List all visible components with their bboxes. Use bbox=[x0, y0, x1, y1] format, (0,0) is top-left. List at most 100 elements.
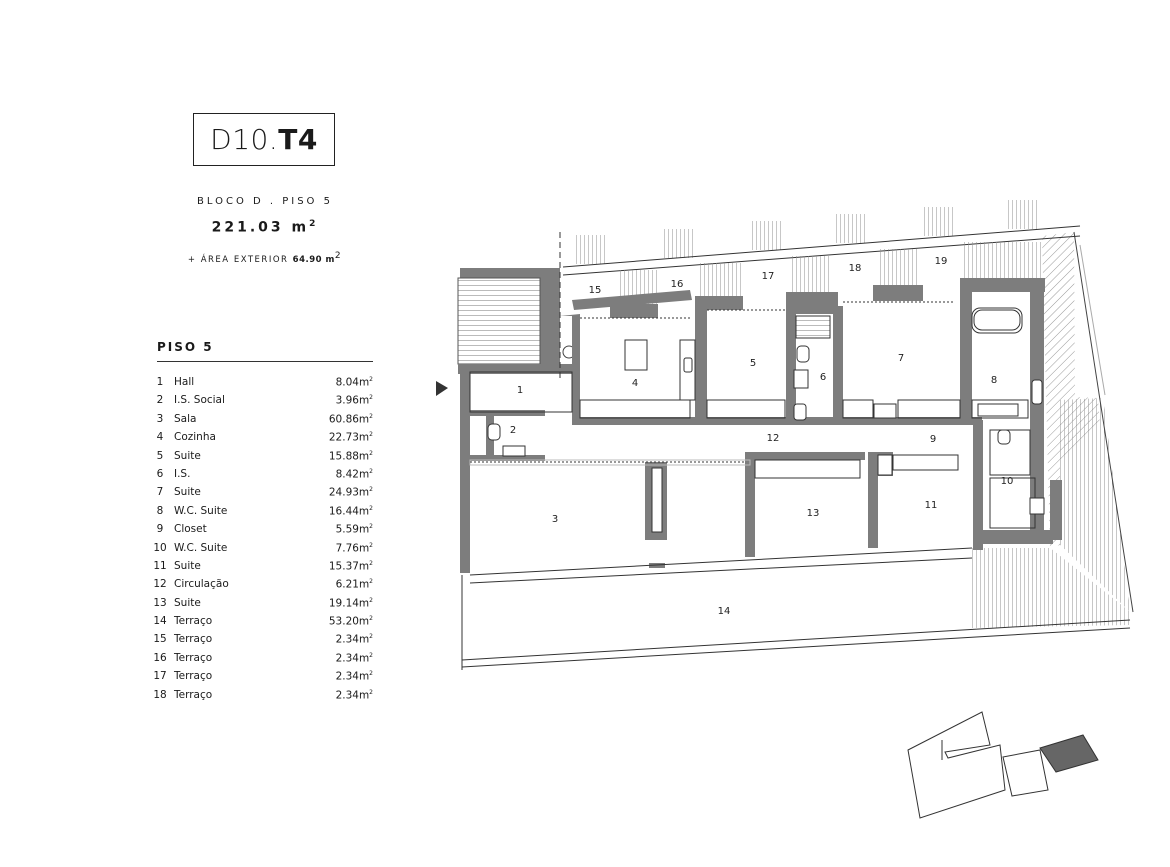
legend-room-name: Terraço bbox=[174, 651, 213, 664]
room-label: 13 bbox=[807, 508, 820, 519]
legend-num: 14 bbox=[153, 615, 167, 628]
legend-area-value: 2.34m bbox=[335, 670, 370, 683]
legend-num: 3 bbox=[156, 412, 164, 425]
legend-room-name: I.S. Social bbox=[174, 394, 225, 407]
legend-area-unit: 2 bbox=[369, 412, 373, 420]
legend-area-value: 3.96m bbox=[335, 394, 370, 407]
legend-row: 15 Terraço 2.34m2 bbox=[153, 633, 373, 651]
legend-row: 3 Sala 60.86m2 bbox=[153, 413, 373, 431]
legend-row: 8 W.C. Suite 16.44m2 bbox=[153, 505, 373, 523]
legend-num: 5 bbox=[156, 449, 164, 462]
legend-row: 1 Hall 8.04m2 bbox=[153, 376, 373, 394]
room-label: 15 bbox=[589, 285, 602, 296]
legend-num: 12 bbox=[153, 578, 167, 591]
legend-area: 5.59m2 bbox=[336, 523, 373, 536]
legend-area-value: 19.14m bbox=[328, 597, 370, 610]
legend-heading: PISO 5 bbox=[157, 340, 214, 354]
legend-area: 7.76m2 bbox=[336, 542, 373, 555]
legend-area-unit: 2 bbox=[369, 633, 373, 641]
legend-area-unit: 2 bbox=[369, 486, 373, 494]
legend-room-name: I.S. bbox=[174, 467, 191, 480]
legend-area-unit: 2 bbox=[369, 559, 373, 567]
interior-lines bbox=[461, 232, 1131, 670]
legend-area-unit: 2 bbox=[369, 376, 373, 383]
legend-num: 7 bbox=[156, 486, 164, 499]
legend-row: 16 Terraço 2.34m2 bbox=[153, 652, 373, 670]
legend-room-name: Closet bbox=[174, 523, 207, 536]
legend-area-unit: 2 bbox=[369, 449, 373, 457]
legend-room-name: Suite bbox=[174, 449, 201, 462]
room-label: 7 bbox=[898, 353, 904, 364]
room-label: 2 bbox=[510, 425, 516, 436]
legend-area: 8.42m2 bbox=[336, 468, 373, 481]
legend-area: 60.86m2 bbox=[329, 413, 373, 426]
legend-row: 14 Terraço 53.20m2 bbox=[153, 615, 373, 633]
legend-room-name: Hall bbox=[174, 376, 195, 388]
legend-area-value: 16.44m bbox=[328, 505, 370, 518]
legend-room-name: Terraço bbox=[174, 633, 213, 646]
legend-area-value: 60.86m bbox=[328, 413, 370, 426]
legend-num: 15 bbox=[153, 633, 167, 646]
legend-room-name: Suite bbox=[174, 596, 201, 609]
legend-area-value: 2.34m bbox=[335, 652, 370, 665]
legend-area: 3.96m2 bbox=[336, 394, 373, 407]
room-labels: 1 2 3 4 5 6 7 8 9 10 11 12 13 14 15 16 1… bbox=[510, 256, 1014, 617]
legend-divider bbox=[157, 361, 373, 362]
legend-num: 8 bbox=[156, 504, 164, 517]
room-label: 5 bbox=[750, 358, 756, 369]
unit-title-type: T4 bbox=[278, 123, 318, 156]
legend-area: 19.14m2 bbox=[329, 597, 373, 610]
gross-area-sup: 2 bbox=[309, 219, 319, 229]
legend-area: 2.34m2 bbox=[336, 689, 373, 702]
room-label: 9 bbox=[930, 434, 936, 445]
gross-area-value: 221.03 m bbox=[211, 219, 310, 236]
stair-core bbox=[457, 268, 578, 374]
legend-area: 15.88m2 bbox=[329, 450, 373, 463]
room-label: 4 bbox=[632, 378, 638, 389]
unit-title-prefix: D10. bbox=[210, 123, 279, 156]
legend-area-value: 6.21m bbox=[335, 578, 370, 591]
room-label: 6 bbox=[820, 372, 826, 383]
legend-area-unit: 2 bbox=[369, 578, 373, 586]
legend-area: 8.04m2 bbox=[336, 376, 373, 389]
exterior-area-sup: 2 bbox=[334, 251, 343, 261]
legend-num: 6 bbox=[156, 467, 164, 480]
legend-area-unit: 2 bbox=[369, 394, 373, 402]
legend-room-name: Terraço bbox=[174, 615, 213, 628]
legend-room-name: W.C. Suite bbox=[174, 504, 228, 517]
exterior-area-value: 64.90 m bbox=[292, 254, 335, 265]
legend-area-value: 24.93m bbox=[328, 486, 370, 499]
legend-room-name: Terraço bbox=[174, 670, 213, 683]
legend-area-unit: 2 bbox=[369, 688, 373, 696]
legend-num: 2 bbox=[156, 394, 164, 407]
legend-num: 16 bbox=[153, 651, 167, 664]
legend-area-unit: 2 bbox=[369, 541, 373, 549]
legend-row: 9 Closet 5.59m2 bbox=[153, 523, 373, 541]
legend-area-value: 8.04m bbox=[335, 376, 370, 389]
legend-area-value: 15.37m bbox=[328, 560, 370, 573]
legend-area-value: 53.20m bbox=[328, 615, 370, 628]
legend-num: 1 bbox=[156, 376, 164, 388]
legend-area-value: 2.34m bbox=[335, 689, 370, 702]
legend-num: 9 bbox=[156, 523, 164, 536]
legend-area: 16.44m2 bbox=[329, 505, 373, 518]
roof-slopes bbox=[972, 231, 1134, 628]
legend-room-name: Circulação bbox=[174, 578, 229, 591]
legend-room-name: Suite bbox=[174, 559, 201, 572]
fixtures bbox=[487, 309, 1045, 533]
legend-num: 13 bbox=[153, 596, 167, 609]
legend-num: 4 bbox=[156, 431, 164, 444]
legend-room-name: Sala bbox=[174, 412, 197, 425]
legend-area-unit: 2 bbox=[369, 615, 373, 623]
room-label: 11 bbox=[925, 500, 938, 511]
legend-row: 13 Suite 19.14m2 bbox=[153, 597, 373, 615]
room-label: 12 bbox=[767, 433, 780, 444]
legend-area: 2.34m2 bbox=[336, 633, 373, 646]
legend-num: 10 bbox=[153, 541, 167, 554]
exterior-area: + ÁREA EXTERIOR 64.90 m2 bbox=[160, 251, 370, 265]
legend-area-unit: 2 bbox=[369, 467, 373, 475]
legend-area: 2.34m2 bbox=[336, 652, 373, 665]
